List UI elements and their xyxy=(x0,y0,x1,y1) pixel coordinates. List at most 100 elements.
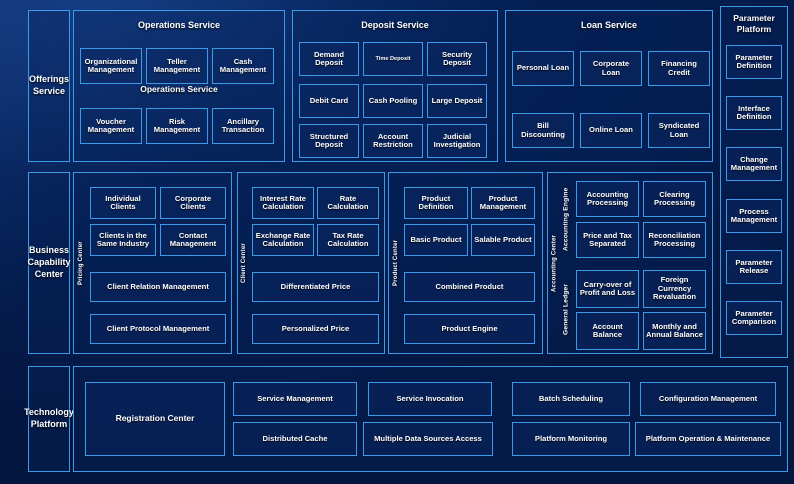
tile-foreign-currency-revaluation[interactable]: Foreign Currency Revaluation xyxy=(643,270,706,308)
tile-teller-management[interactable]: Teller Management xyxy=(146,48,208,84)
tile-individual-clients[interactable]: Individual Clients xyxy=(90,187,156,219)
tile-judicial-investigation[interactable]: Judicial Investigation xyxy=(427,124,487,158)
tile-label: Service Invocation xyxy=(396,393,464,403)
tile-voucher-management[interactable]: Voucher Management xyxy=(80,108,142,144)
tile-clearing-processing[interactable]: Clearing Processing xyxy=(643,181,706,217)
tile-corporate-clients[interactable]: Corporate Clients xyxy=(160,187,226,219)
tile-cash-management[interactable]: Cash Management xyxy=(212,48,274,84)
tile-label: Ancillary Transaction xyxy=(221,116,265,134)
tile-differentiated-price[interactable]: Differentiated Price xyxy=(252,272,379,302)
tile-label: Corporate Loan xyxy=(592,59,630,77)
tile-account-balance[interactable]: Account Balance xyxy=(576,312,639,350)
tile-label: Change Management xyxy=(730,154,778,172)
tile-tax-rate-calculation[interactable]: Tax Rate Calculation xyxy=(317,224,379,256)
tile-label: Client Protocol Management xyxy=(106,323,210,333)
tile-label: Contact Management xyxy=(169,230,217,248)
tile-label: Carry-over of Profit and Loss xyxy=(579,279,636,297)
tile-label: Teller Management xyxy=(153,56,201,74)
tile-interface-definition[interactable]: Interface Definition xyxy=(726,96,782,130)
tile-label: Personal Loan xyxy=(516,63,570,73)
tile-label: Configuration Management xyxy=(658,393,758,403)
tile-product-engine[interactable]: Product Engine xyxy=(404,314,535,344)
tile-interest-rate-calculation[interactable]: Interest Rate Calculation xyxy=(252,187,314,219)
tile-label: Account Balance xyxy=(592,321,623,339)
group-parameter-platform-title: Parameter Platform xyxy=(733,13,775,34)
tile-batch-scheduling[interactable]: Batch Scheduling xyxy=(512,382,630,416)
tile-account-restriction[interactable]: Account Restriction xyxy=(363,124,423,158)
tile-label: Parameter Definition xyxy=(735,52,773,70)
tile-reconciliation-processing[interactable]: Reconciliation Processing xyxy=(643,222,706,258)
tile-personal-loan[interactable]: Personal Loan xyxy=(512,51,574,86)
tile-client-protocol-management[interactable]: Client Protocol Management xyxy=(90,314,226,344)
group-pricing-center xyxy=(73,172,232,354)
tile-service-management[interactable]: Service Management xyxy=(233,382,357,416)
group-loan-service xyxy=(505,10,713,162)
tile-parameter-definition[interactable]: Parameter Definition xyxy=(726,45,782,79)
tile-multiple-data-sources-access[interactable]: Multiple Data Sources Access xyxy=(363,422,493,456)
tile-platform-operation-and-maintenance[interactable]: Platform Operation & Maintenance xyxy=(635,422,781,456)
tile-basic-product[interactable]: Basic Product xyxy=(404,224,468,256)
tile-label: Corporate Clients xyxy=(174,193,212,211)
tile-label: Demand Deposit xyxy=(314,49,344,67)
tile-label: Risk Management xyxy=(153,116,201,134)
group-pricing-center-vlabel: Pricing Center xyxy=(78,241,84,285)
tile-security-deposit[interactable]: Security Deposit xyxy=(427,42,487,76)
tile-demand-deposit[interactable]: Demand Deposit xyxy=(299,42,359,76)
group-loan-service-title: Loan Service xyxy=(580,20,638,30)
tile-personalized-price[interactable]: Personalized Price xyxy=(252,314,379,344)
tile-time-deposit[interactable]: Time Deposit xyxy=(363,42,423,76)
tile-label: Security Deposit xyxy=(442,49,472,67)
tile-cash-pooling[interactable]: Cash Pooling xyxy=(363,84,423,118)
tile-financing-credit[interactable]: Financing Credit xyxy=(648,51,710,86)
tile-label: Debit Card xyxy=(309,95,349,105)
tile-salable-product[interactable]: Salable Product xyxy=(471,224,535,256)
tile-registration-center[interactable]: Registration Center xyxy=(85,382,225,456)
group-operations-service-title: Operations Service xyxy=(137,20,221,30)
tile-label: Parameter Comparison xyxy=(731,308,777,326)
tile-label: Rate Calculation xyxy=(327,193,369,211)
tile-process-management[interactable]: Process Management xyxy=(726,199,782,233)
tile-parameter-comparison[interactable]: Parameter Comparison xyxy=(726,301,782,335)
tile-structured-deposit[interactable]: Structured Deposit xyxy=(299,124,359,158)
tile-price-and-tax-separated[interactable]: Price and Tax Separated xyxy=(576,222,639,258)
spine-business-capability-center-label: Business Capability Center xyxy=(27,245,71,279)
tile-label: Service Management xyxy=(257,393,333,403)
tile-parameter-release[interactable]: Parameter Release xyxy=(726,250,782,284)
tile-product-management[interactable]: Product Management xyxy=(471,187,535,219)
tile-bill-discounting[interactable]: Bill Discounting xyxy=(512,113,574,148)
tile-monthly-and-annual-balance[interactable]: Monthly and Annual Balance xyxy=(643,312,706,350)
tile-rate-calculation[interactable]: Rate Calculation xyxy=(317,187,379,219)
tile-carry-over-of-profit-and-loss[interactable]: Carry-over of Profit and Loss xyxy=(576,270,639,308)
tile-clients-in-the-same-industry[interactable]: Clients in the Same Industry xyxy=(90,224,156,256)
tile-ancillary-transaction[interactable]: Ancillary Transaction xyxy=(212,108,274,144)
tile-label: Judicial Investigation xyxy=(433,131,481,149)
tile-label: Voucher Management xyxy=(87,116,135,134)
tile-online-loan[interactable]: Online Loan xyxy=(580,113,642,148)
tile-change-management[interactable]: Change Management xyxy=(726,147,782,181)
tile-service-invocation[interactable]: Service Invocation xyxy=(368,382,492,416)
tile-label: Clearing Processing xyxy=(654,189,695,207)
tile-syndicated-loan[interactable]: Syndicated Loan xyxy=(648,113,710,148)
group-deposit-service xyxy=(292,10,498,162)
tile-label: Financing Credit xyxy=(661,59,697,77)
tile-label: Foreign Currency Revaluation xyxy=(652,275,697,302)
tile-distributed-cache[interactable]: Distributed Cache xyxy=(233,422,357,456)
group-general-ledger-vlabel: General Ledger xyxy=(562,283,570,335)
tile-contact-management[interactable]: Contact Management xyxy=(160,224,226,256)
tile-organizational-management[interactable]: Organizational Management xyxy=(80,48,142,84)
tile-label: Product Management xyxy=(479,193,527,211)
tile-debit-card[interactable]: Debit Card xyxy=(299,84,359,118)
tile-label: Product Engine xyxy=(441,323,498,333)
tile-label: Cash Pooling xyxy=(368,95,418,105)
tile-configuration-management[interactable]: Configuration Management xyxy=(640,382,776,416)
tile-large-deposit[interactable]: Large Deposit xyxy=(427,84,487,118)
tile-corporate-loan[interactable]: Corporate Loan xyxy=(580,51,642,86)
tile-client-relation-management[interactable]: Client Relation Management xyxy=(90,272,226,302)
tile-combined-product[interactable]: Combined Product xyxy=(404,272,535,302)
tile-product-definition[interactable]: Product Definition xyxy=(404,187,468,219)
tile-risk-management[interactable]: Risk Management xyxy=(146,108,208,144)
group-accounting-engine-vlabel: Accounting Engine xyxy=(562,187,570,251)
tile-exchange-rate-calculation[interactable]: Exchange Rate Calculation xyxy=(252,224,314,256)
tile-accounting-processing[interactable]: Accounting Processing xyxy=(576,181,639,217)
tile-platform-monitoring[interactable]: Platform Monitoring xyxy=(512,422,630,456)
